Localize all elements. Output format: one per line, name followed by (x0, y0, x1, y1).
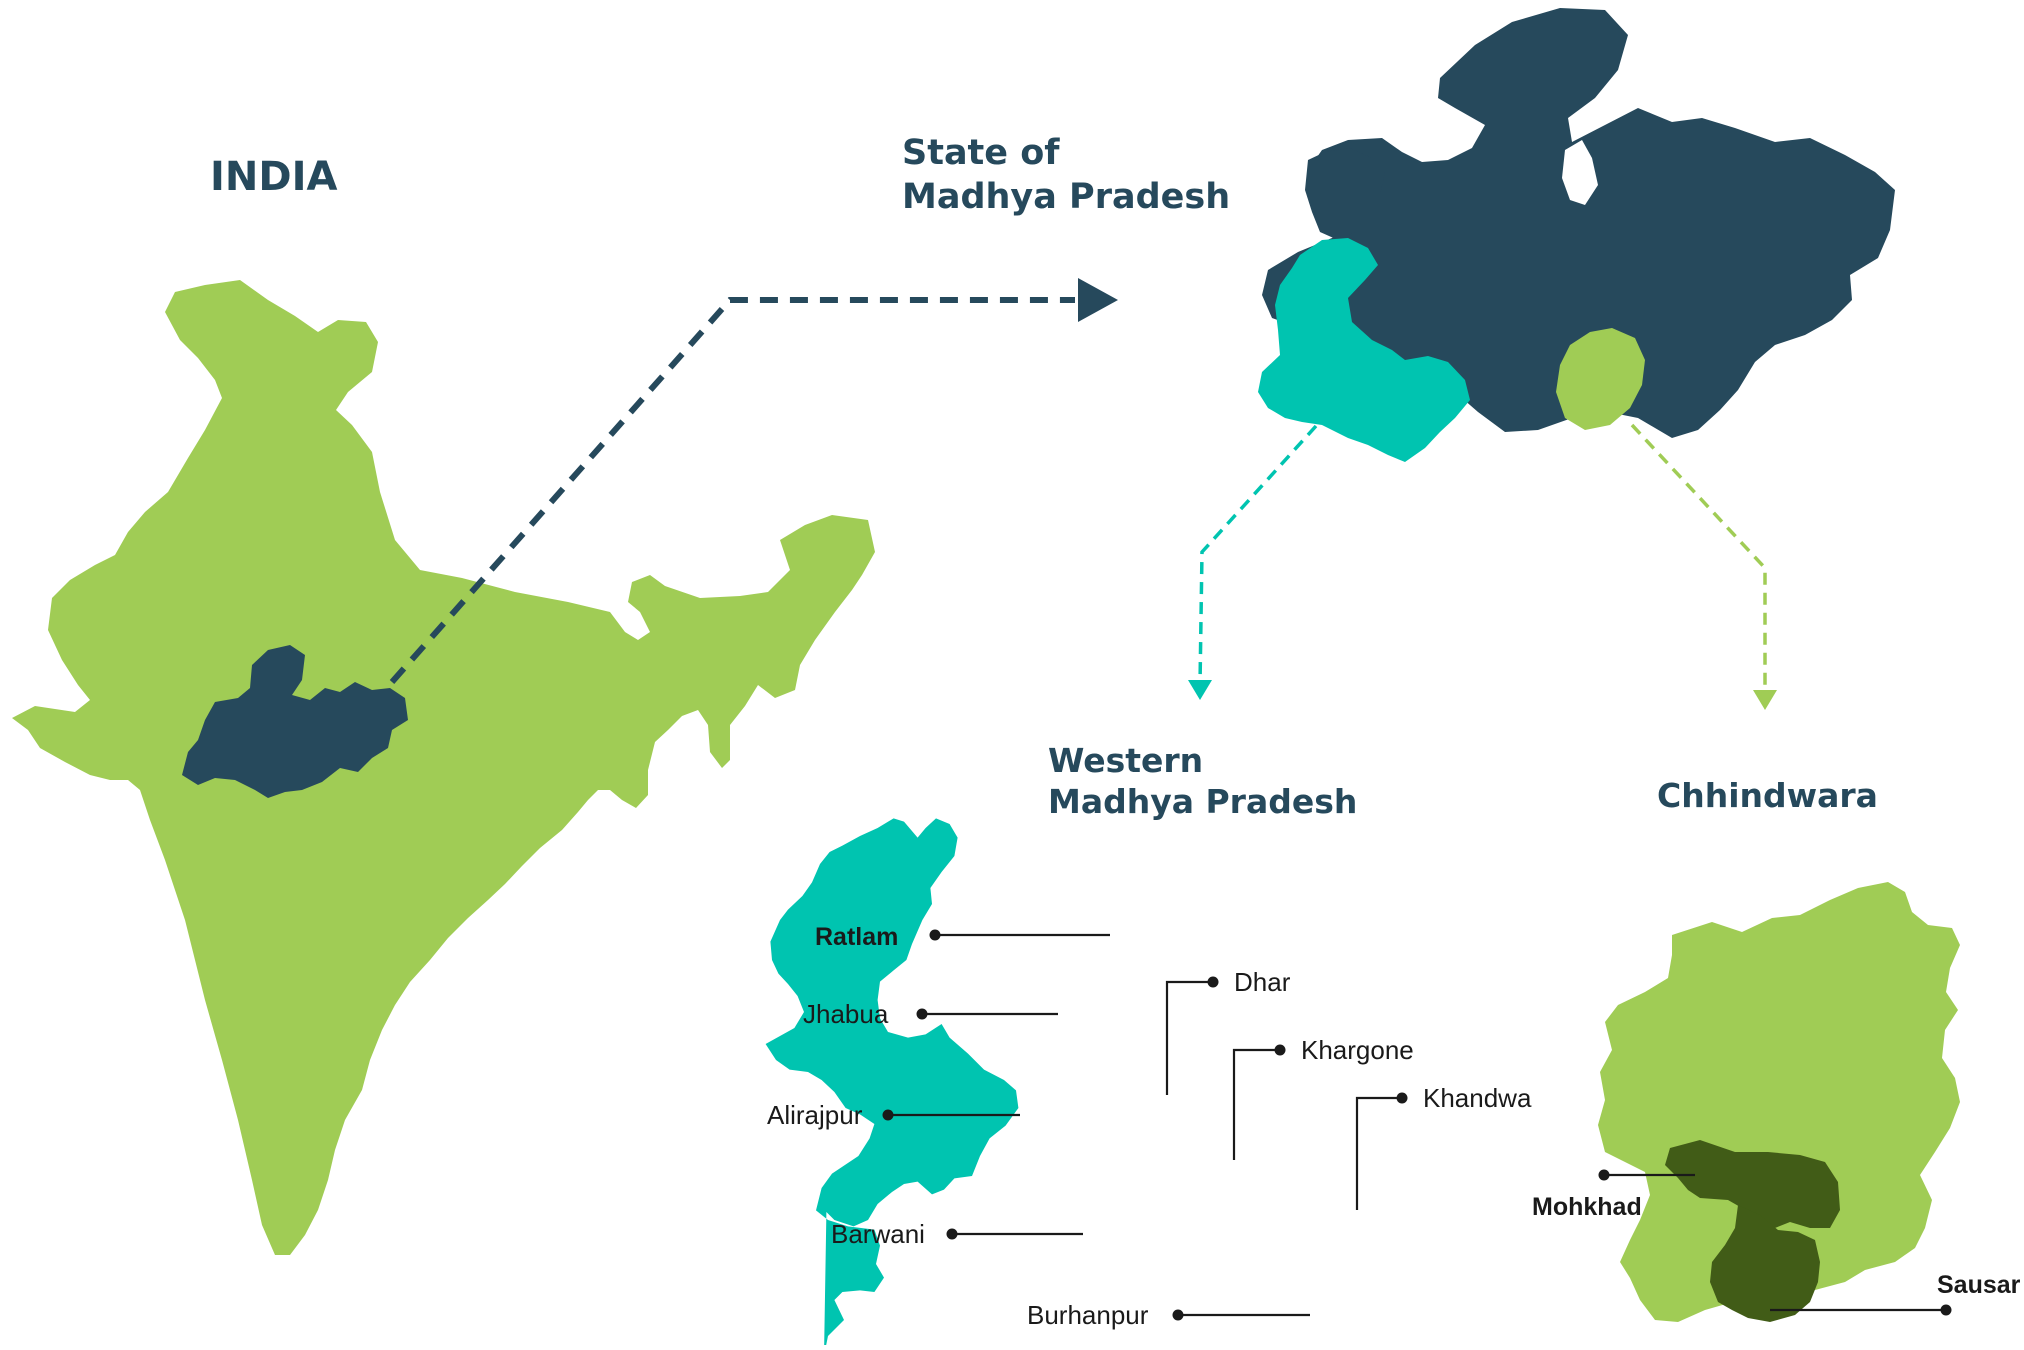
state-title: State of Madhya Pradesh (902, 132, 1230, 220)
label-jhabua: Jhabua (803, 999, 889, 1029)
india-to-state-arrow (389, 297, 1075, 684)
state-title-line1: State of (902, 133, 1060, 173)
state-chhindwara-region (1556, 328, 1645, 430)
india-mp-highlight (182, 645, 408, 798)
india-title: INDIA (210, 154, 338, 200)
western-title-line2: Madhya Pradesh (1048, 782, 1358, 822)
state-mp-northwest-lobe (1305, 148, 1385, 240)
chhindwara-block-leaders (1604, 1173, 1946, 1312)
state-mp-gap (1562, 140, 1598, 205)
arrow-head-western (1188, 680, 1212, 700)
state-to-chhindwara-arrow (1630, 423, 1767, 688)
arrow-head-state (1078, 278, 1118, 322)
label-sausar: Sausar (1937, 1271, 2021, 1299)
chhindwara-title: Chhindwara (1657, 776, 1878, 815)
state-western-region (1258, 238, 1470, 462)
label-barwani: Barwani (831, 1219, 925, 1249)
chhindwara-map (1598, 882, 1960, 1322)
western-mp-map (765, 818, 1019, 1350)
state-to-western-arrow (1198, 424, 1318, 686)
chhindwara-block-dots (1598, 1169, 1952, 1316)
arrow-head-chhindwara (1753, 690, 1777, 710)
western-district-dots (882, 929, 1408, 1321)
india-map (12, 280, 875, 1255)
label-burhanpur: Burhanpur (1027, 1300, 1149, 1330)
mohkhad-block (1665, 1140, 1840, 1228)
label-dhar: Dhar (1234, 967, 1291, 997)
label-alirajpur: Alirajpur (767, 1100, 863, 1130)
label-khargone: Khargone (1301, 1035, 1414, 1065)
western-mp-title: Western Madhya Pradesh (1048, 740, 1357, 823)
western-district-leaders (888, 933, 1402, 1317)
state-mp-map (1262, 8, 1895, 438)
western-title-line1: Western (1048, 741, 1204, 780)
sausar-block (1710, 1205, 1820, 1322)
label-ratlam: Ratlam (815, 923, 898, 951)
label-mohkhad: Mohkhad (1532, 1193, 1642, 1221)
label-khandwa: Khandwa (1423, 1083, 1532, 1113)
state-title-line2: Madhya Pradesh (902, 176, 1231, 217)
